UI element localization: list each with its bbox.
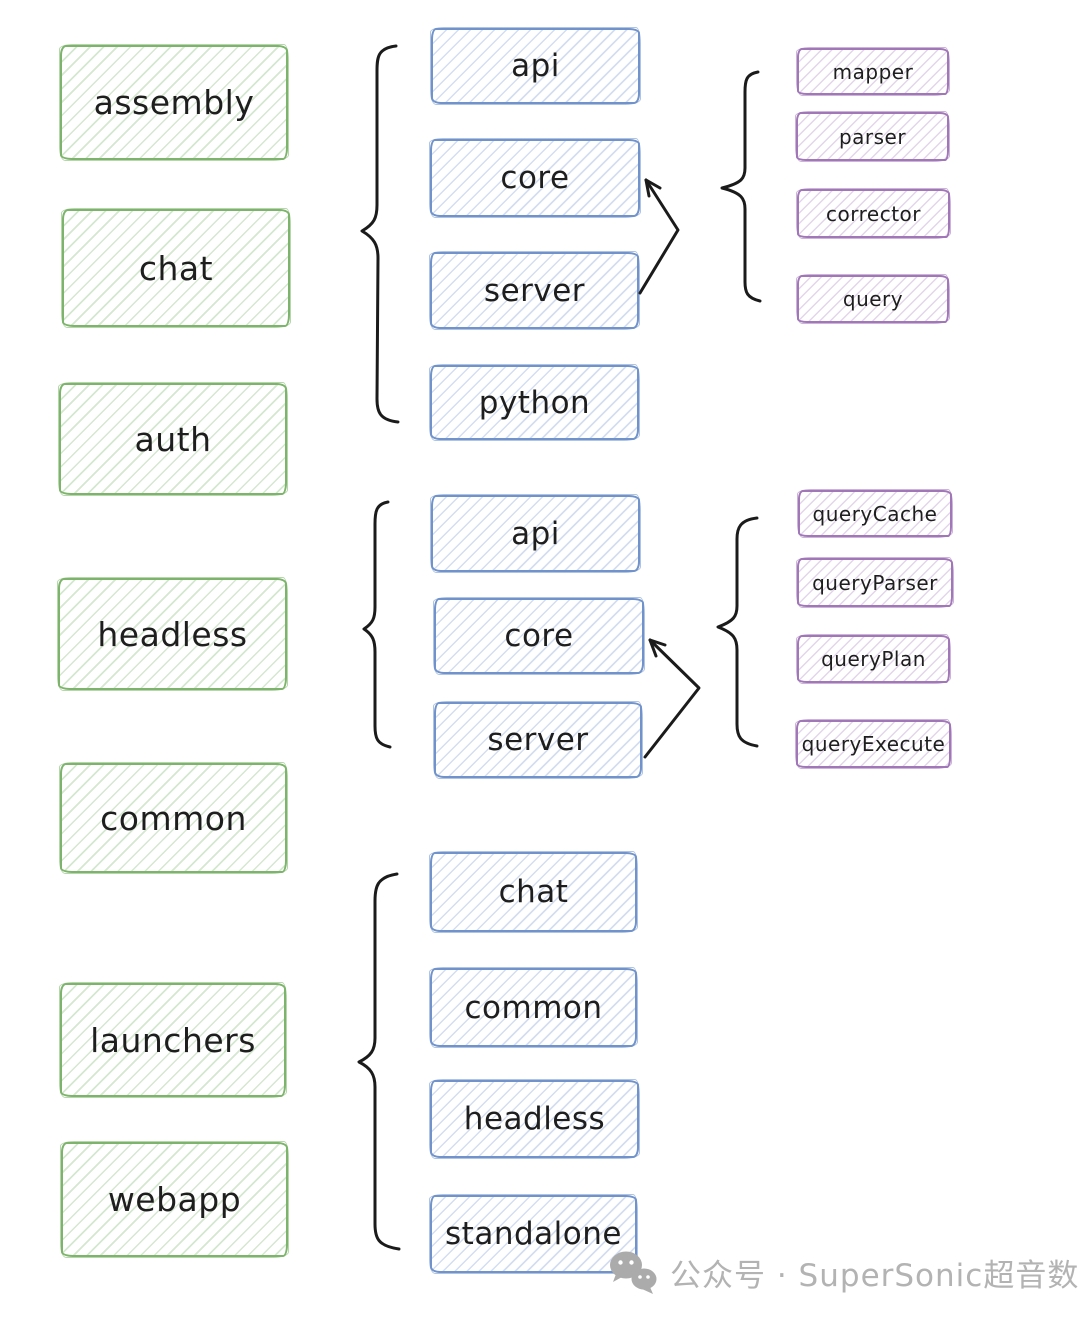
submodule-core: core <box>433 597 645 675</box>
component-label: queryParser <box>812 570 938 595</box>
submodule-label: headless <box>463 1101 606 1137</box>
brace-mid-blue-group <box>362 500 392 749</box>
module-launchers: launchers <box>59 982 287 1098</box>
wechat-icon <box>610 1251 657 1294</box>
module-label: auth <box>134 419 212 459</box>
module-chat: chat <box>61 208 291 328</box>
submodule-label: python <box>478 384 591 421</box>
brace-top-purple-group <box>720 70 762 303</box>
submodule-common: common <box>429 967 638 1048</box>
component-querycache: queryCache <box>797 489 953 538</box>
module-headless: headless <box>57 577 288 691</box>
module-webapp: webapp <box>60 1141 289 1258</box>
module-label: chat <box>138 248 214 288</box>
component-mapper: mapper <box>796 47 950 96</box>
component-queryexecute: queryExecute <box>795 719 952 769</box>
submodule-label: core <box>504 618 574 654</box>
arrow-server-to-core-mid <box>643 638 701 759</box>
watermark: 公众号 · SuperSonic超音数 <box>608 1244 1079 1300</box>
module-label: webapp <box>107 1180 242 1219</box>
module-common: common <box>59 762 288 874</box>
component-queryplan: queryPlan <box>796 634 951 684</box>
submodule-label: server <box>487 722 589 758</box>
submodule-label: chat <box>498 874 569 910</box>
component-label: queryCache <box>812 501 938 526</box>
component-queryparser: queryParser <box>796 557 954 608</box>
submodule-api: api <box>430 27 641 105</box>
brace-top-blue-group <box>360 44 400 424</box>
module-label: launchers <box>90 1020 256 1060</box>
component-label: corrector <box>826 201 921 226</box>
submodule-label: core <box>500 160 570 196</box>
submodule-label: api <box>511 515 560 552</box>
module-assembly: assembly <box>59 44 289 161</box>
submodule-label: standalone <box>445 1216 622 1252</box>
component-label: queryExecute <box>801 732 946 756</box>
submodule-standalone: standalone <box>429 1194 638 1274</box>
watermark-text: 公众号 · SuperSonic超音数 <box>670 1257 1080 1294</box>
arrow-server-to-core-top <box>638 178 680 295</box>
submodule-chat: chat <box>429 851 638 933</box>
submodule-label: server <box>483 272 586 309</box>
brace-bottom-blue-group <box>357 872 401 1251</box>
arrowhead-mid <box>648 638 667 658</box>
submodule-label: api <box>511 48 560 84</box>
module-label: assembly <box>93 83 255 122</box>
arrowhead-top <box>644 178 662 198</box>
submodule-core: core <box>429 138 641 218</box>
submodule-label: common <box>464 989 603 1026</box>
component-corrector: corrector <box>796 188 951 239</box>
component-label: queryPlan <box>821 647 926 671</box>
brace-mid-purple-group <box>716 516 759 748</box>
module-label: common <box>100 798 247 838</box>
submodule-python: python <box>429 364 640 441</box>
component-query: query <box>796 274 950 324</box>
component-label: query <box>842 287 904 311</box>
component-label: mapper <box>832 59 914 84</box>
submodule-server: server <box>433 701 643 779</box>
component-label: parser <box>838 124 907 149</box>
module-label: headless <box>97 614 248 654</box>
submodule-api: api <box>430 494 641 573</box>
component-parser: parser <box>795 111 950 162</box>
module-auth: auth <box>58 382 288 496</box>
submodule-headless: headless <box>429 1079 640 1159</box>
submodule-server: server <box>429 251 640 330</box>
